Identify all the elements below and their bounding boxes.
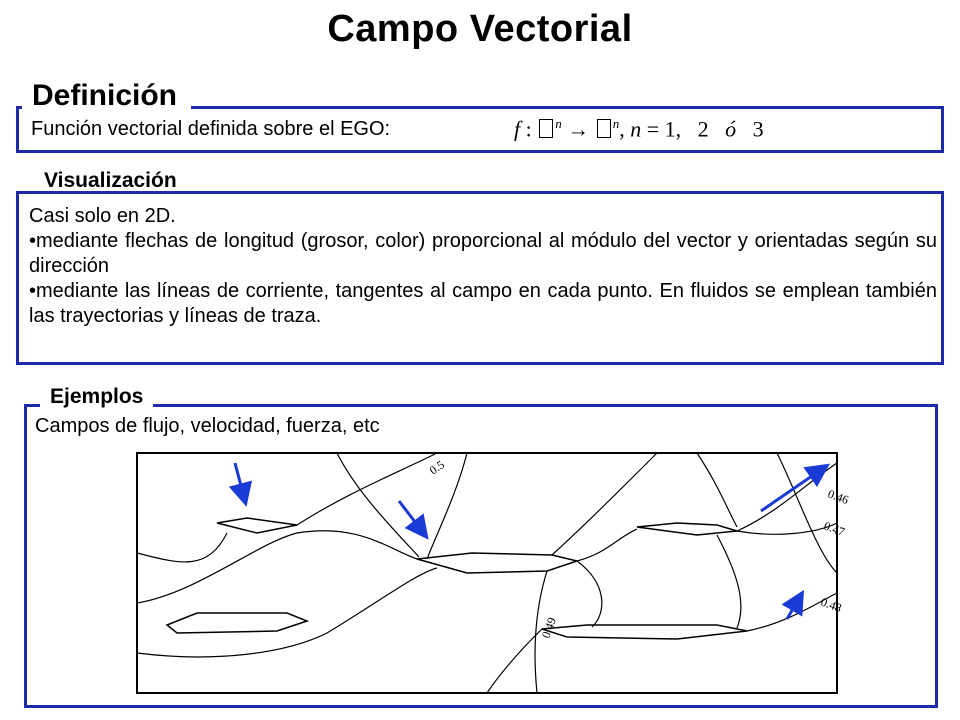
- definition-box: Función vectorial definida sobre el EGO:…: [16, 106, 944, 153]
- definition-formula: f : n → n, n = 1, 2 ó 3: [514, 116, 764, 142]
- formula-three: 3: [752, 116, 764, 142]
- contour-label-0-47: 0.47: [822, 519, 847, 539]
- visualization-box: Casi solo en 2D. •mediante flechas de lo…: [16, 191, 944, 365]
- vector-arrow: [760, 463, 830, 513]
- flow-field-figure: 0.5 0.46 0.47 0.48 0.49: [136, 452, 850, 694]
- vector-arrow: [397, 500, 429, 540]
- real-set-glyph-icon: [596, 119, 611, 139]
- real-set-glyph-icon: [539, 119, 554, 139]
- examples-text: Campos de flujo, velocidad, fuerza, etc: [35, 415, 380, 437]
- obstacle-shape: [165, 612, 310, 634]
- vector-arrow: [228, 462, 253, 507]
- formula-colon: :: [520, 116, 538, 142]
- contour-label-0-46: 0.46: [826, 487, 851, 507]
- vector-arrow: [781, 589, 805, 620]
- formula-o: ó: [725, 116, 737, 142]
- contour-label-0-48: 0.48: [819, 595, 844, 615]
- formula-arrow: →: [561, 116, 595, 142]
- formula-exp-n: n: [555, 116, 562, 131]
- visualization-heading: Visualización: [34, 170, 187, 191]
- formula-equals: = 1,: [641, 116, 682, 142]
- vector-arrows: [228, 462, 830, 620]
- contour-label-0-49: 0.49: [539, 616, 559, 641]
- examples-heading: Ejemplos: [40, 386, 154, 407]
- formula-exp-n2: n: [612, 116, 620, 131]
- page-title: Campo Vectorial: [327, 8, 633, 50]
- definition-heading: Definición: [22, 81, 192, 111]
- visualization-bullet-2: •mediante las líneas de corriente, tange…: [29, 280, 937, 327]
- obstacle-shape: [636, 522, 738, 536]
- examples-box: Campos de flujo, velocidad, fuerza, etc: [24, 404, 938, 708]
- formula-f: f: [514, 116, 521, 142]
- visualization-text: Casi solo en 2D. •mediante flechas de lo…: [29, 204, 937, 329]
- visualization-bullet-1: •mediante flechas de longitud (grosor, c…: [29, 230, 937, 277]
- formula-n: n: [630, 116, 642, 142]
- definition-text: Función vectorial definida sobre el EGO:: [31, 118, 391, 140]
- formula-two: 2: [697, 116, 709, 142]
- visualization-intro: Casi solo en 2D.: [29, 205, 176, 227]
